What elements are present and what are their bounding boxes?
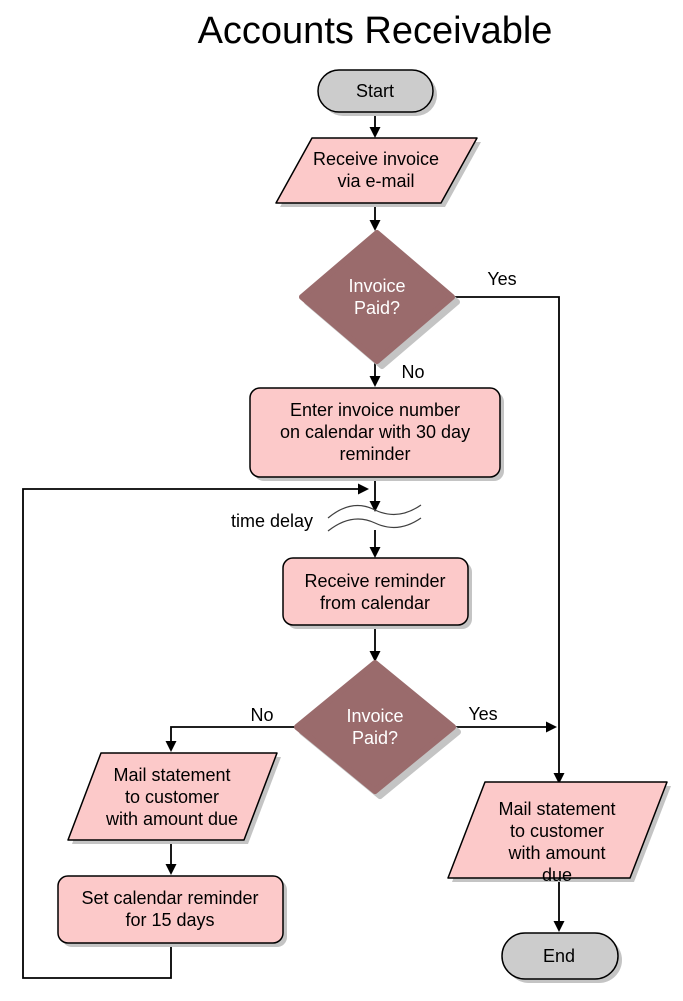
receive-reminder-label: Receive reminder from calendar xyxy=(304,571,446,613)
decision1-no-label: No xyxy=(401,362,425,382)
node-mail-statement-right xyxy=(447,781,671,882)
input-output-shape xyxy=(447,781,668,879)
decision2-no-label: No xyxy=(250,705,274,725)
time-delay-label: time delay xyxy=(230,511,314,531)
page-title: Accounts Receivable xyxy=(197,10,553,52)
decision-shape xyxy=(294,660,456,794)
arrowhead xyxy=(369,376,381,387)
node-set-calendar-reminder xyxy=(57,875,287,947)
node-receive-invoice xyxy=(275,137,481,207)
terminator-shape xyxy=(501,932,619,980)
receive-invoice-label: Receive invoice via e-mail xyxy=(312,149,440,191)
node-receive-reminder xyxy=(282,557,472,629)
arrowhead xyxy=(553,921,565,932)
squiggle-line xyxy=(327,517,422,532)
terminator-shape xyxy=(317,69,434,113)
squiggle-line xyxy=(327,504,422,519)
process-shape xyxy=(249,387,501,478)
node-end xyxy=(501,932,622,983)
start-label: Start xyxy=(355,81,395,101)
decision2-yes-label: Yes xyxy=(468,704,498,724)
edge-decision2-no xyxy=(170,726,297,741)
arrowhead xyxy=(165,741,177,752)
arrowhead xyxy=(369,547,381,558)
mail-statement-right-label: Mail statement to customer with amount d… xyxy=(498,799,616,885)
process-shape xyxy=(282,557,469,626)
connectors xyxy=(22,112,560,979)
node-start xyxy=(317,69,437,116)
end-label: End xyxy=(542,946,576,966)
edge-decision1-yes xyxy=(452,296,560,778)
node-enter-invoice-number xyxy=(249,387,504,481)
arrowhead xyxy=(369,127,381,138)
input-output-shape xyxy=(67,752,278,841)
node-invoice-paid-1 xyxy=(299,230,460,369)
decision-shape xyxy=(299,230,455,364)
edge-set-calendar-loopback xyxy=(22,488,358,979)
invoice-paid-1-label: Invoice Paid? xyxy=(348,276,406,318)
arrowhead xyxy=(369,651,381,662)
arrowhead xyxy=(165,864,177,875)
arrowhead xyxy=(546,721,557,733)
decision1-yes-label: Yes xyxy=(487,269,517,289)
enter-invoice-number-label: Enter invoice number on calendar with 30… xyxy=(279,400,471,464)
process-shape xyxy=(57,875,284,944)
arrowhead xyxy=(369,220,381,231)
arrowheads xyxy=(165,127,565,932)
set-calendar-reminder-label: Set calendar reminder for 15 days xyxy=(81,888,259,930)
input-output-shape xyxy=(275,137,478,204)
mail-statement-left-label: Mail statement to customer with amount d… xyxy=(105,765,239,829)
arrowhead xyxy=(553,773,565,784)
node-mail-statement-left xyxy=(67,752,281,844)
arrowhead xyxy=(358,483,369,495)
node-invoice-paid-2 xyxy=(294,660,461,799)
arrowhead xyxy=(369,501,381,512)
time-delay-squiggle xyxy=(327,504,422,532)
invoice-paid-2-label: Invoice Paid? xyxy=(346,706,404,748)
